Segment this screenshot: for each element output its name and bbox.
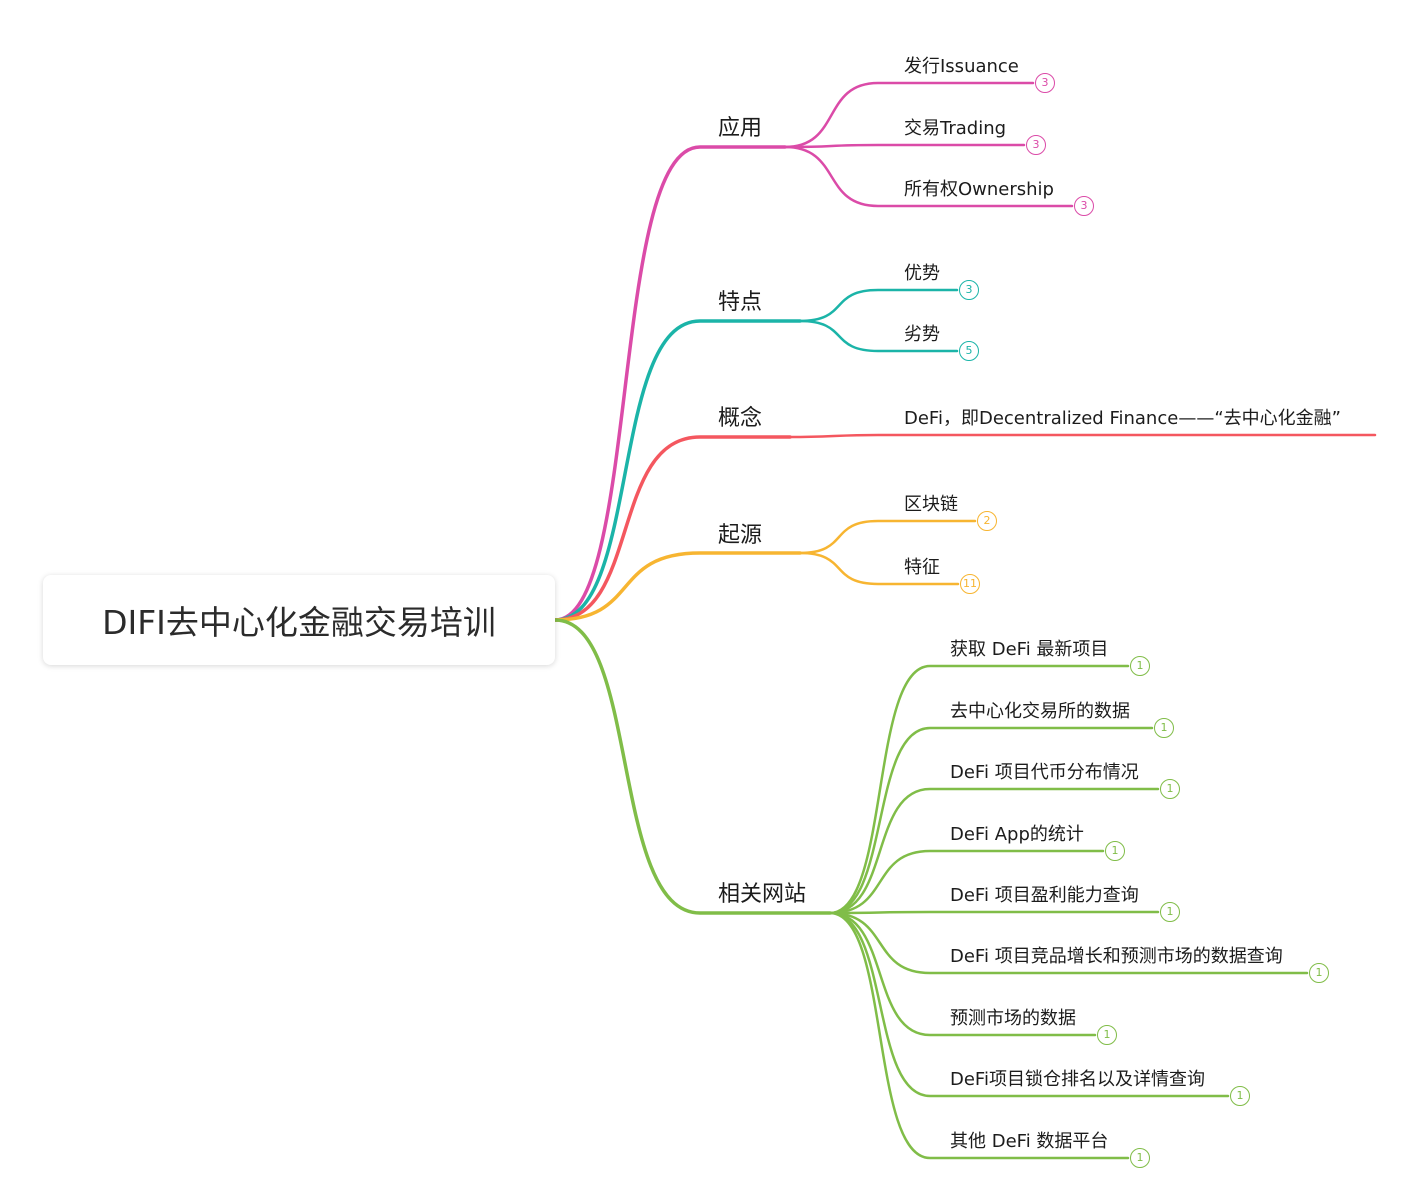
- branch-topic-label[interactable]: 特点: [718, 290, 763, 315]
- collapsed-count-badge[interactable]: 1: [1130, 1148, 1150, 1168]
- collapsed-count-badge[interactable]: 5: [959, 341, 979, 361]
- root-topic[interactable]: DIFI去中心化金融交易培训: [43, 575, 555, 665]
- collapsed-count-badge[interactable]: 11: [960, 574, 980, 594]
- branch-topic-label[interactable]: 概念: [718, 406, 763, 431]
- subtopic-connector: [798, 551, 960, 586]
- branch-connector: [553, 618, 832, 915]
- subtopic-label[interactable]: DeFi 项目竞品增长和预测市场的数据查询: [950, 946, 1283, 967]
- subtopic-connector: [828, 849, 1105, 915]
- subtopic-connector: [828, 726, 1154, 915]
- branch-topic-label[interactable]: 相关网站: [718, 882, 807, 907]
- collapsed-count-badge[interactable]: 3: [1035, 73, 1055, 93]
- collapsed-count-badge[interactable]: 2: [977, 511, 997, 531]
- subtopic-label[interactable]: 去中心化交易所的数据: [950, 701, 1130, 722]
- collapsed-count-badge[interactable]: 3: [959, 280, 979, 300]
- subtopic-label[interactable]: DeFi 项目代币分布情况: [950, 762, 1139, 783]
- subtopic-connector: [828, 787, 1160, 915]
- subtopic-connector: [783, 81, 1035, 149]
- collapsed-count-badge[interactable]: 1: [1105, 841, 1125, 861]
- subtopic-label[interactable]: 区块链: [904, 494, 958, 515]
- collapsed-count-badge[interactable]: 3: [1074, 196, 1094, 216]
- subtopic-connector: [828, 911, 1230, 1098]
- subtopic-connector: [828, 664, 1130, 915]
- branch-connector: [553, 435, 792, 622]
- subtopic-label[interactable]: 所有权Ownership: [904, 179, 1054, 200]
- collapsed-count-badge[interactable]: 1: [1309, 963, 1329, 983]
- subtopic-connector: [798, 519, 977, 555]
- subtopic-connector: [783, 143, 1026, 149]
- subtopic-label[interactable]: 优势: [904, 263, 940, 284]
- branch-connector: [553, 145, 787, 622]
- collapsed-count-badge[interactable]: 1: [1160, 779, 1180, 799]
- subtopic-connector: [798, 319, 959, 353]
- subtopic-connector: [828, 911, 1309, 975]
- subtopic-connector: [788, 433, 1377, 439]
- subtopic-label[interactable]: 劣势: [904, 324, 940, 345]
- branch-connector: [553, 319, 802, 622]
- subtopic-connector: [828, 911, 1130, 1160]
- subtopic-connector: [828, 910, 1160, 915]
- subtopic-label[interactable]: DeFi 项目盈利能力查询: [950, 885, 1139, 906]
- subtopic-connector: [783, 145, 1074, 208]
- subtopic-label[interactable]: 发行Issuance: [904, 56, 1019, 77]
- root-topic-label: DIFI去中心化金融交易培训: [102, 603, 496, 642]
- subtopic-label[interactable]: 预测市场的数据: [950, 1008, 1076, 1029]
- subtopic-label[interactable]: 其他 DeFi 数据平台: [950, 1131, 1109, 1152]
- branch-topic-label[interactable]: 起源: [718, 523, 763, 548]
- collapsed-count-badge[interactable]: 3: [1026, 135, 1046, 155]
- collapsed-count-badge[interactable]: 1: [1230, 1086, 1250, 1106]
- subtopic-label[interactable]: 交易Trading: [904, 118, 1007, 139]
- subtopic-label[interactable]: DeFi项目锁仓排名以及详情查询: [950, 1069, 1205, 1090]
- subtopic-connector: [798, 288, 959, 323]
- collapsed-count-badge[interactable]: 1: [1130, 656, 1150, 676]
- subtopic-label[interactable]: 获取 DeFi 最新项目: [950, 639, 1109, 660]
- subtopic-label[interactable]: DeFi，即Decentralized Finance——“去中心化金融”: [904, 408, 1341, 429]
- collapsed-count-badge[interactable]: 1: [1160, 902, 1180, 922]
- collapsed-count-badge[interactable]: 1: [1097, 1025, 1117, 1045]
- branch-connector: [553, 551, 802, 622]
- subtopic-label[interactable]: 特征: [904, 557, 940, 578]
- branch-topic-label[interactable]: 应用: [718, 116, 763, 141]
- subtopic-connector: [828, 911, 1097, 1037]
- subtopic-label[interactable]: DeFi App的统计: [950, 824, 1084, 845]
- collapsed-count-badge[interactable]: 1: [1154, 718, 1174, 738]
